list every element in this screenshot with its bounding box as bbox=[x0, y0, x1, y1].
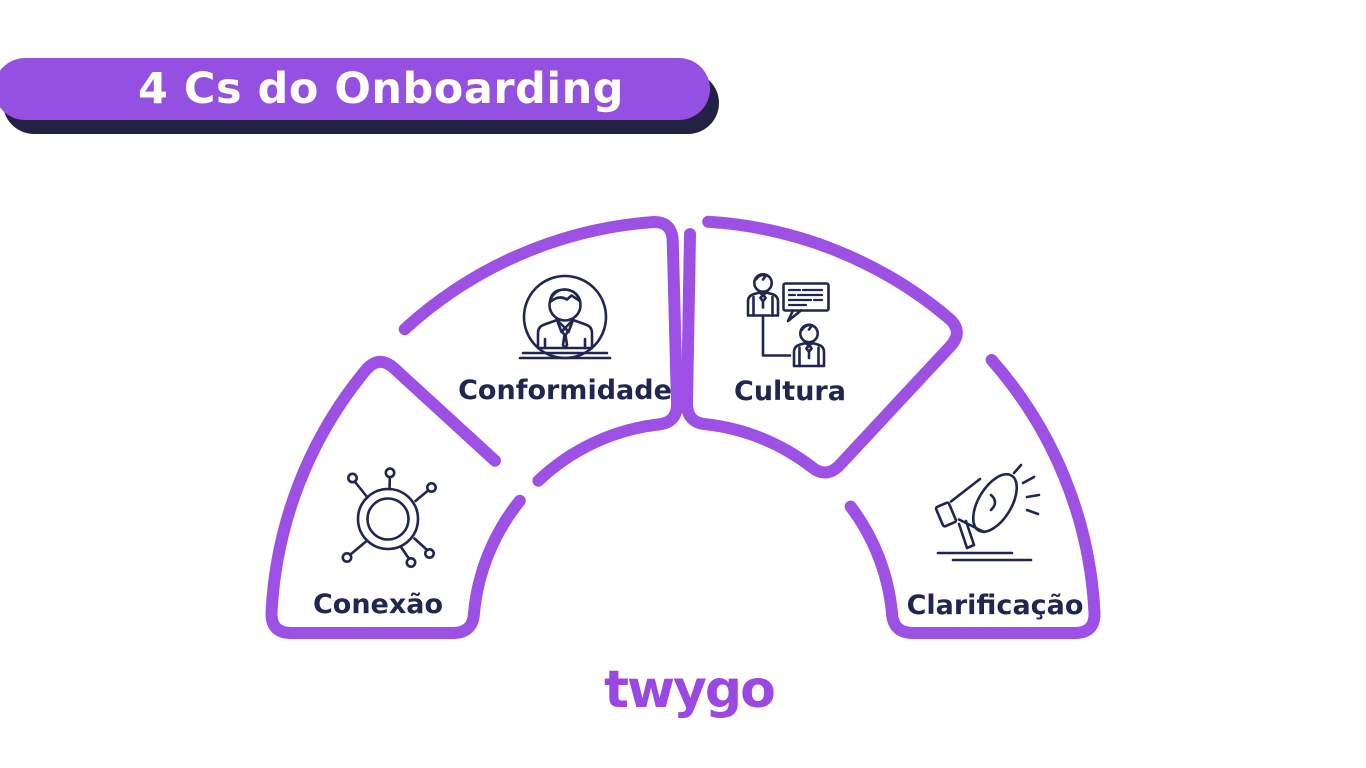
page-title: 4 Cs do Onboarding bbox=[138, 64, 624, 114]
segment-label-conexao: Conexão bbox=[312, 589, 444, 620]
segment-outline-conformidade bbox=[398, 216, 683, 487]
segment-outline-cultura bbox=[681, 215, 963, 479]
megaphone-icon bbox=[934, 463, 1041, 562]
network-hub-icon bbox=[341, 467, 438, 569]
businessman-desk-icon bbox=[518, 274, 612, 360]
segment-outline-clarificacao bbox=[844, 354, 1101, 639]
segment-outline-conexao bbox=[265, 355, 526, 639]
segment-label-cultura: Cultura bbox=[734, 376, 846, 407]
twygo-logo: twygo bbox=[604, 660, 776, 720]
segment-label-conformidade: Conformidade bbox=[458, 375, 672, 406]
segment-label-clarificacao: Clarificação bbox=[906, 590, 1084, 621]
people-conversation-icon bbox=[746, 273, 830, 368]
title-banner: 4 Cs do Onboarding bbox=[0, 58, 710, 120]
